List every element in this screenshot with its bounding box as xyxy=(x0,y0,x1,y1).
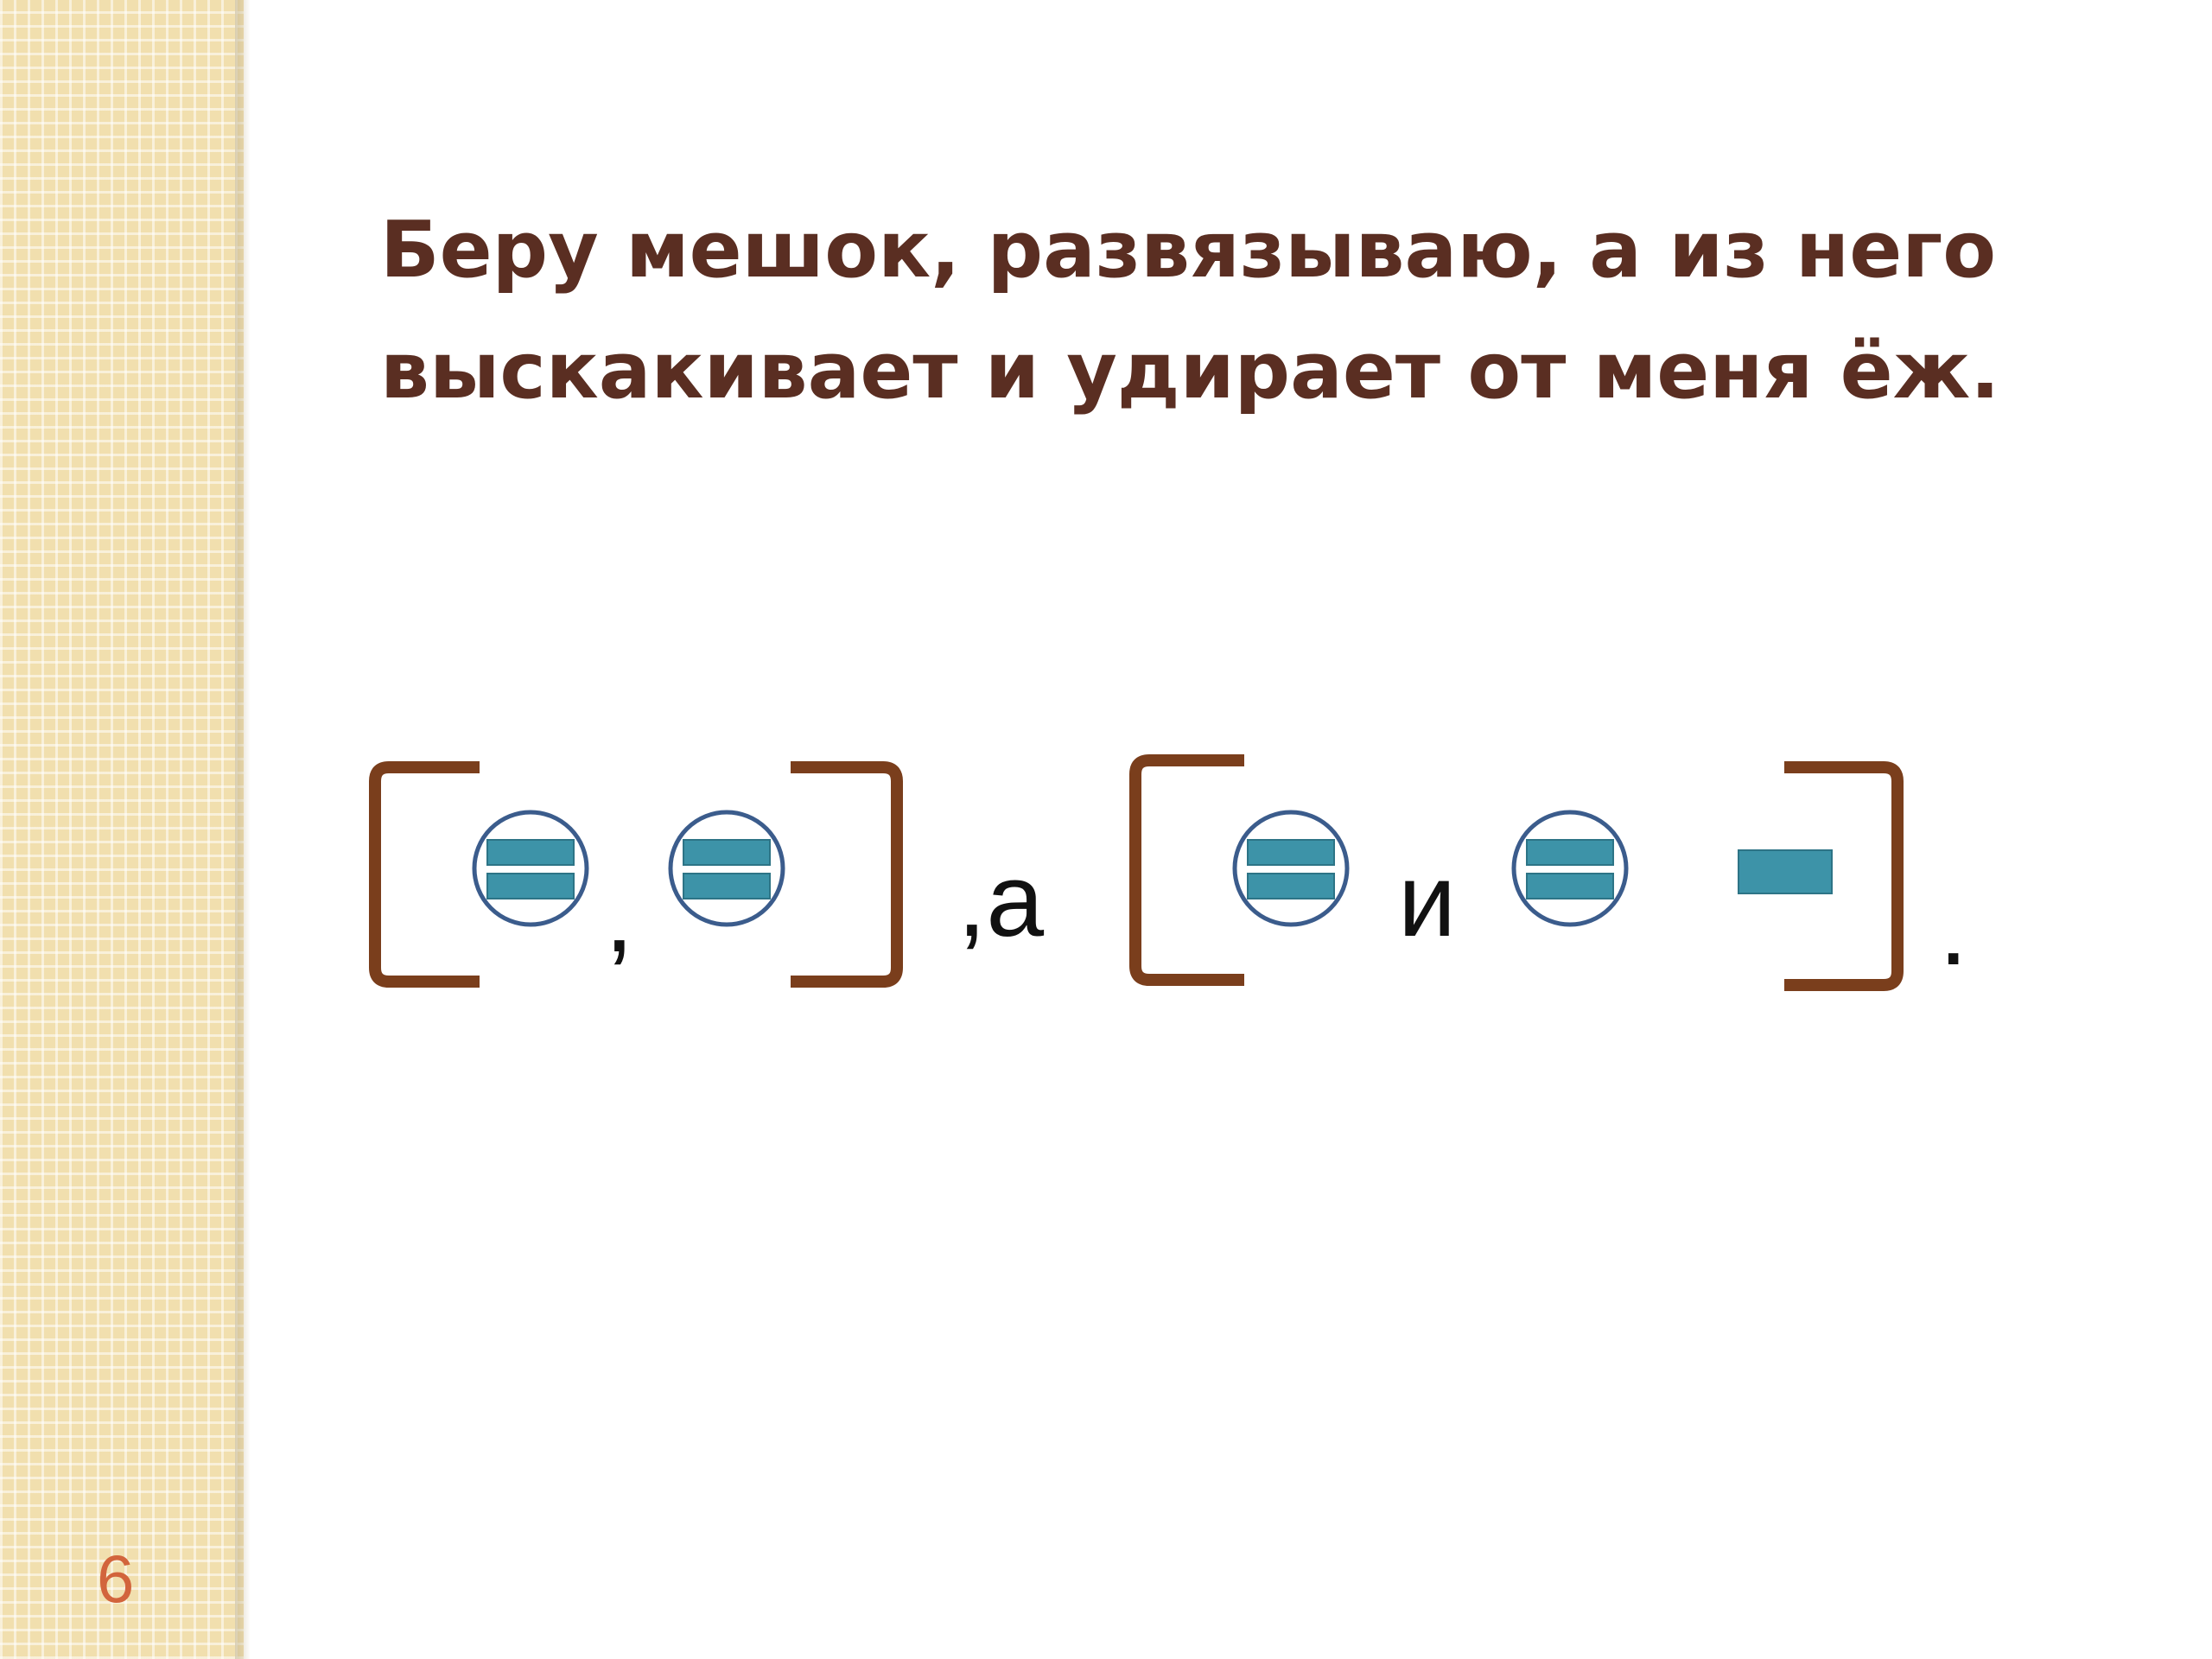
conjunction-i: и xyxy=(1398,842,1457,958)
final-period: . xyxy=(1939,871,1968,987)
predicate-4-icon xyxy=(1511,810,1629,927)
clause-2-right-bracket-icon xyxy=(1784,761,1904,991)
clause-1-right-bracket-icon xyxy=(791,761,903,988)
clause-1-left-bracket-icon xyxy=(369,761,480,988)
predicate-2-icon xyxy=(668,810,785,927)
side-strip-shadow xyxy=(235,0,251,1659)
comma-a: ,а xyxy=(957,842,1045,958)
title-line-1: Беру мешок, развязываю, а из него xyxy=(380,205,1997,296)
slide-number: 6 xyxy=(97,1541,135,1617)
title-line-2: выскакивает и удирает от меня ёж. xyxy=(380,326,2000,416)
comma-1: , xyxy=(605,858,634,974)
predicate-3-icon xyxy=(1232,810,1350,927)
subject-bar-icon xyxy=(1738,849,1833,894)
predicate-1-icon xyxy=(472,810,589,927)
decorative-side-strip xyxy=(0,0,244,1659)
slide-title: Беру мешок, развязываю, а из него выскак… xyxy=(380,190,2091,432)
clause-2-left-bracket-icon xyxy=(1129,754,1244,986)
